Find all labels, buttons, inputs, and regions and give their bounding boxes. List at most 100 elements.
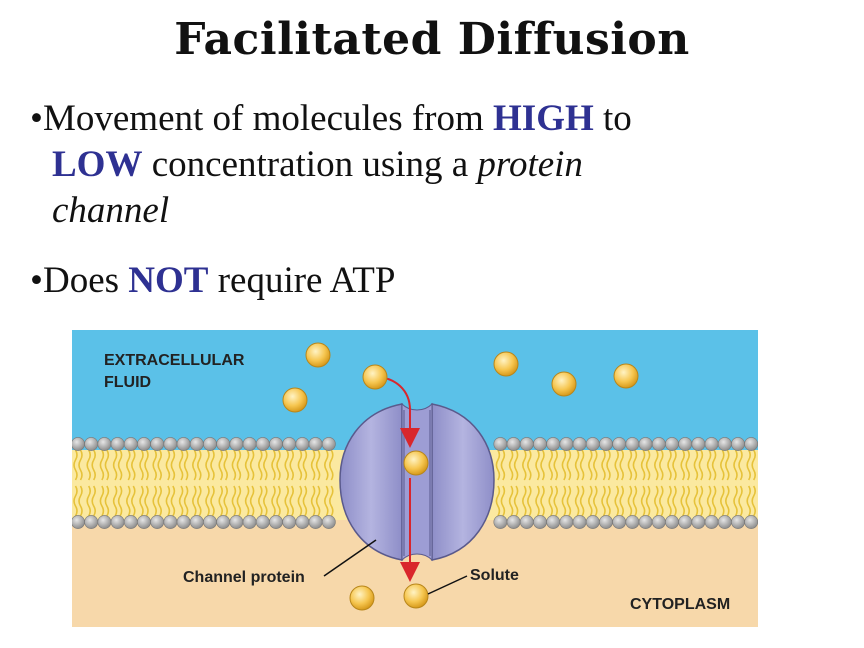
solute-molecule bbox=[349, 585, 375, 611]
solute-molecule bbox=[362, 364, 388, 390]
phospholipid-head bbox=[269, 515, 283, 529]
lipid-tail bbox=[165, 485, 171, 517]
lipid-tail bbox=[685, 485, 690, 517]
label-solute: Solute bbox=[470, 567, 519, 584]
lipid-tail bbox=[561, 485, 567, 517]
phospholipid-head bbox=[110, 437, 125, 451]
lipid-tail bbox=[495, 485, 501, 517]
lipid-tail bbox=[588, 485, 593, 517]
lipid-tail bbox=[548, 485, 553, 517]
italic-channel: channel bbox=[52, 190, 170, 231]
phospholipid-head bbox=[519, 515, 534, 529]
lipid-tail bbox=[210, 449, 215, 481]
phospholipid-head bbox=[203, 515, 217, 529]
lipid-tail bbox=[685, 449, 690, 481]
phospholipid-head bbox=[203, 437, 217, 451]
lipid-tail bbox=[500, 449, 506, 481]
lipid-tail bbox=[680, 449, 685, 481]
phospholipid-head bbox=[282, 437, 297, 451]
lipid-tail bbox=[271, 485, 276, 517]
lipid-tail bbox=[112, 485, 118, 517]
phospholipid-head bbox=[176, 515, 191, 529]
phospholipid-head bbox=[110, 515, 125, 529]
bullet-atp: •Does NOT require ATP bbox=[30, 258, 395, 304]
phospholipid-head bbox=[533, 437, 547, 451]
lipid-tail bbox=[192, 449, 197, 481]
phospholipid-head bbox=[572, 515, 587, 529]
phospholipid-head bbox=[665, 515, 679, 529]
lipid-tail bbox=[117, 485, 123, 517]
lipid-tail bbox=[104, 485, 110, 517]
lipid-tail bbox=[302, 449, 308, 481]
lipid-tail bbox=[329, 485, 334, 517]
lipid-tail bbox=[310, 485, 316, 517]
phospholipid-head bbox=[72, 515, 85, 529]
phospholipid-head bbox=[163, 437, 178, 451]
lipid-tail bbox=[139, 485, 144, 517]
lipid-tail bbox=[645, 449, 651, 481]
phospholipid-head bbox=[612, 515, 627, 529]
lipid-tail bbox=[144, 485, 149, 517]
lipid-tail bbox=[126, 485, 131, 517]
phospholipid-head bbox=[150, 515, 165, 529]
phospholipid-head bbox=[704, 437, 719, 451]
lipid-tail bbox=[178, 449, 184, 481]
lipid-tail bbox=[632, 449, 638, 481]
lipid-tail bbox=[236, 485, 242, 517]
phospholipid-head bbox=[295, 515, 310, 529]
lipid-tails bbox=[73, 449, 756, 517]
lipid-tail bbox=[566, 449, 572, 481]
lipid-tail bbox=[205, 485, 210, 517]
lipid-tail bbox=[157, 485, 162, 517]
lipid-tail bbox=[711, 485, 717, 517]
bullet-dot: • bbox=[30, 260, 43, 301]
phospholipid-head bbox=[97, 515, 112, 529]
lipid-tail bbox=[271, 449, 276, 481]
lipid-tail bbox=[131, 449, 136, 481]
lipid-tail bbox=[329, 449, 334, 481]
phospholipid-head bbox=[744, 437, 758, 451]
lipid-tail bbox=[667, 449, 672, 481]
lipid-tail bbox=[263, 485, 268, 517]
lipid-tail bbox=[223, 449, 228, 481]
bullet-text: Movement of molecules from bbox=[42, 98, 494, 139]
lipid-tail bbox=[751, 485, 756, 517]
lipid-tail bbox=[183, 449, 189, 481]
lipid-tail bbox=[236, 449, 242, 481]
phospholipid-head bbox=[559, 515, 574, 529]
phospholipid-head bbox=[585, 515, 600, 529]
lipid-tail bbox=[711, 449, 717, 481]
channel-protein bbox=[339, 402, 495, 562]
phospholipid-head bbox=[546, 515, 561, 529]
lipid-tail bbox=[640, 449, 646, 481]
phospholipid-head bbox=[704, 515, 719, 529]
lipid-tail bbox=[593, 449, 598, 481]
lipid-tail bbox=[144, 449, 149, 481]
bullet-text: Does bbox=[42, 260, 129, 301]
phospholipid-head bbox=[163, 515, 178, 529]
bullet-text: require ATP bbox=[208, 260, 396, 301]
lipid-tail bbox=[78, 449, 83, 481]
phospholipid-head bbox=[678, 437, 693, 451]
phospholipid-head bbox=[255, 437, 270, 451]
solute-leader bbox=[427, 575, 468, 595]
phospholipid-head bbox=[493, 515, 508, 529]
lipid-tail bbox=[284, 449, 289, 481]
lipid-tail bbox=[619, 485, 624, 517]
bullet-movement: •Movement of molecules from HIGH to LOW … bbox=[30, 96, 830, 234]
label-fluid: FLUID bbox=[104, 374, 151, 391]
lipid-tail bbox=[218, 449, 223, 481]
solute-molecule bbox=[305, 342, 331, 368]
lipid-tail bbox=[627, 485, 633, 517]
phospholipid-head bbox=[189, 437, 204, 451]
phospholipid-head bbox=[625, 515, 640, 529]
lipid-tail bbox=[706, 449, 712, 481]
bullet-dot: • bbox=[30, 98, 43, 139]
solute-molecule bbox=[551, 371, 577, 397]
lipid-tail bbox=[197, 485, 202, 517]
lipid-tail bbox=[152, 485, 157, 517]
lipid-tail bbox=[738, 485, 743, 517]
lipid-tail bbox=[289, 485, 294, 517]
phospholipid-head bbox=[585, 437, 600, 451]
lipid-tail bbox=[244, 485, 250, 517]
